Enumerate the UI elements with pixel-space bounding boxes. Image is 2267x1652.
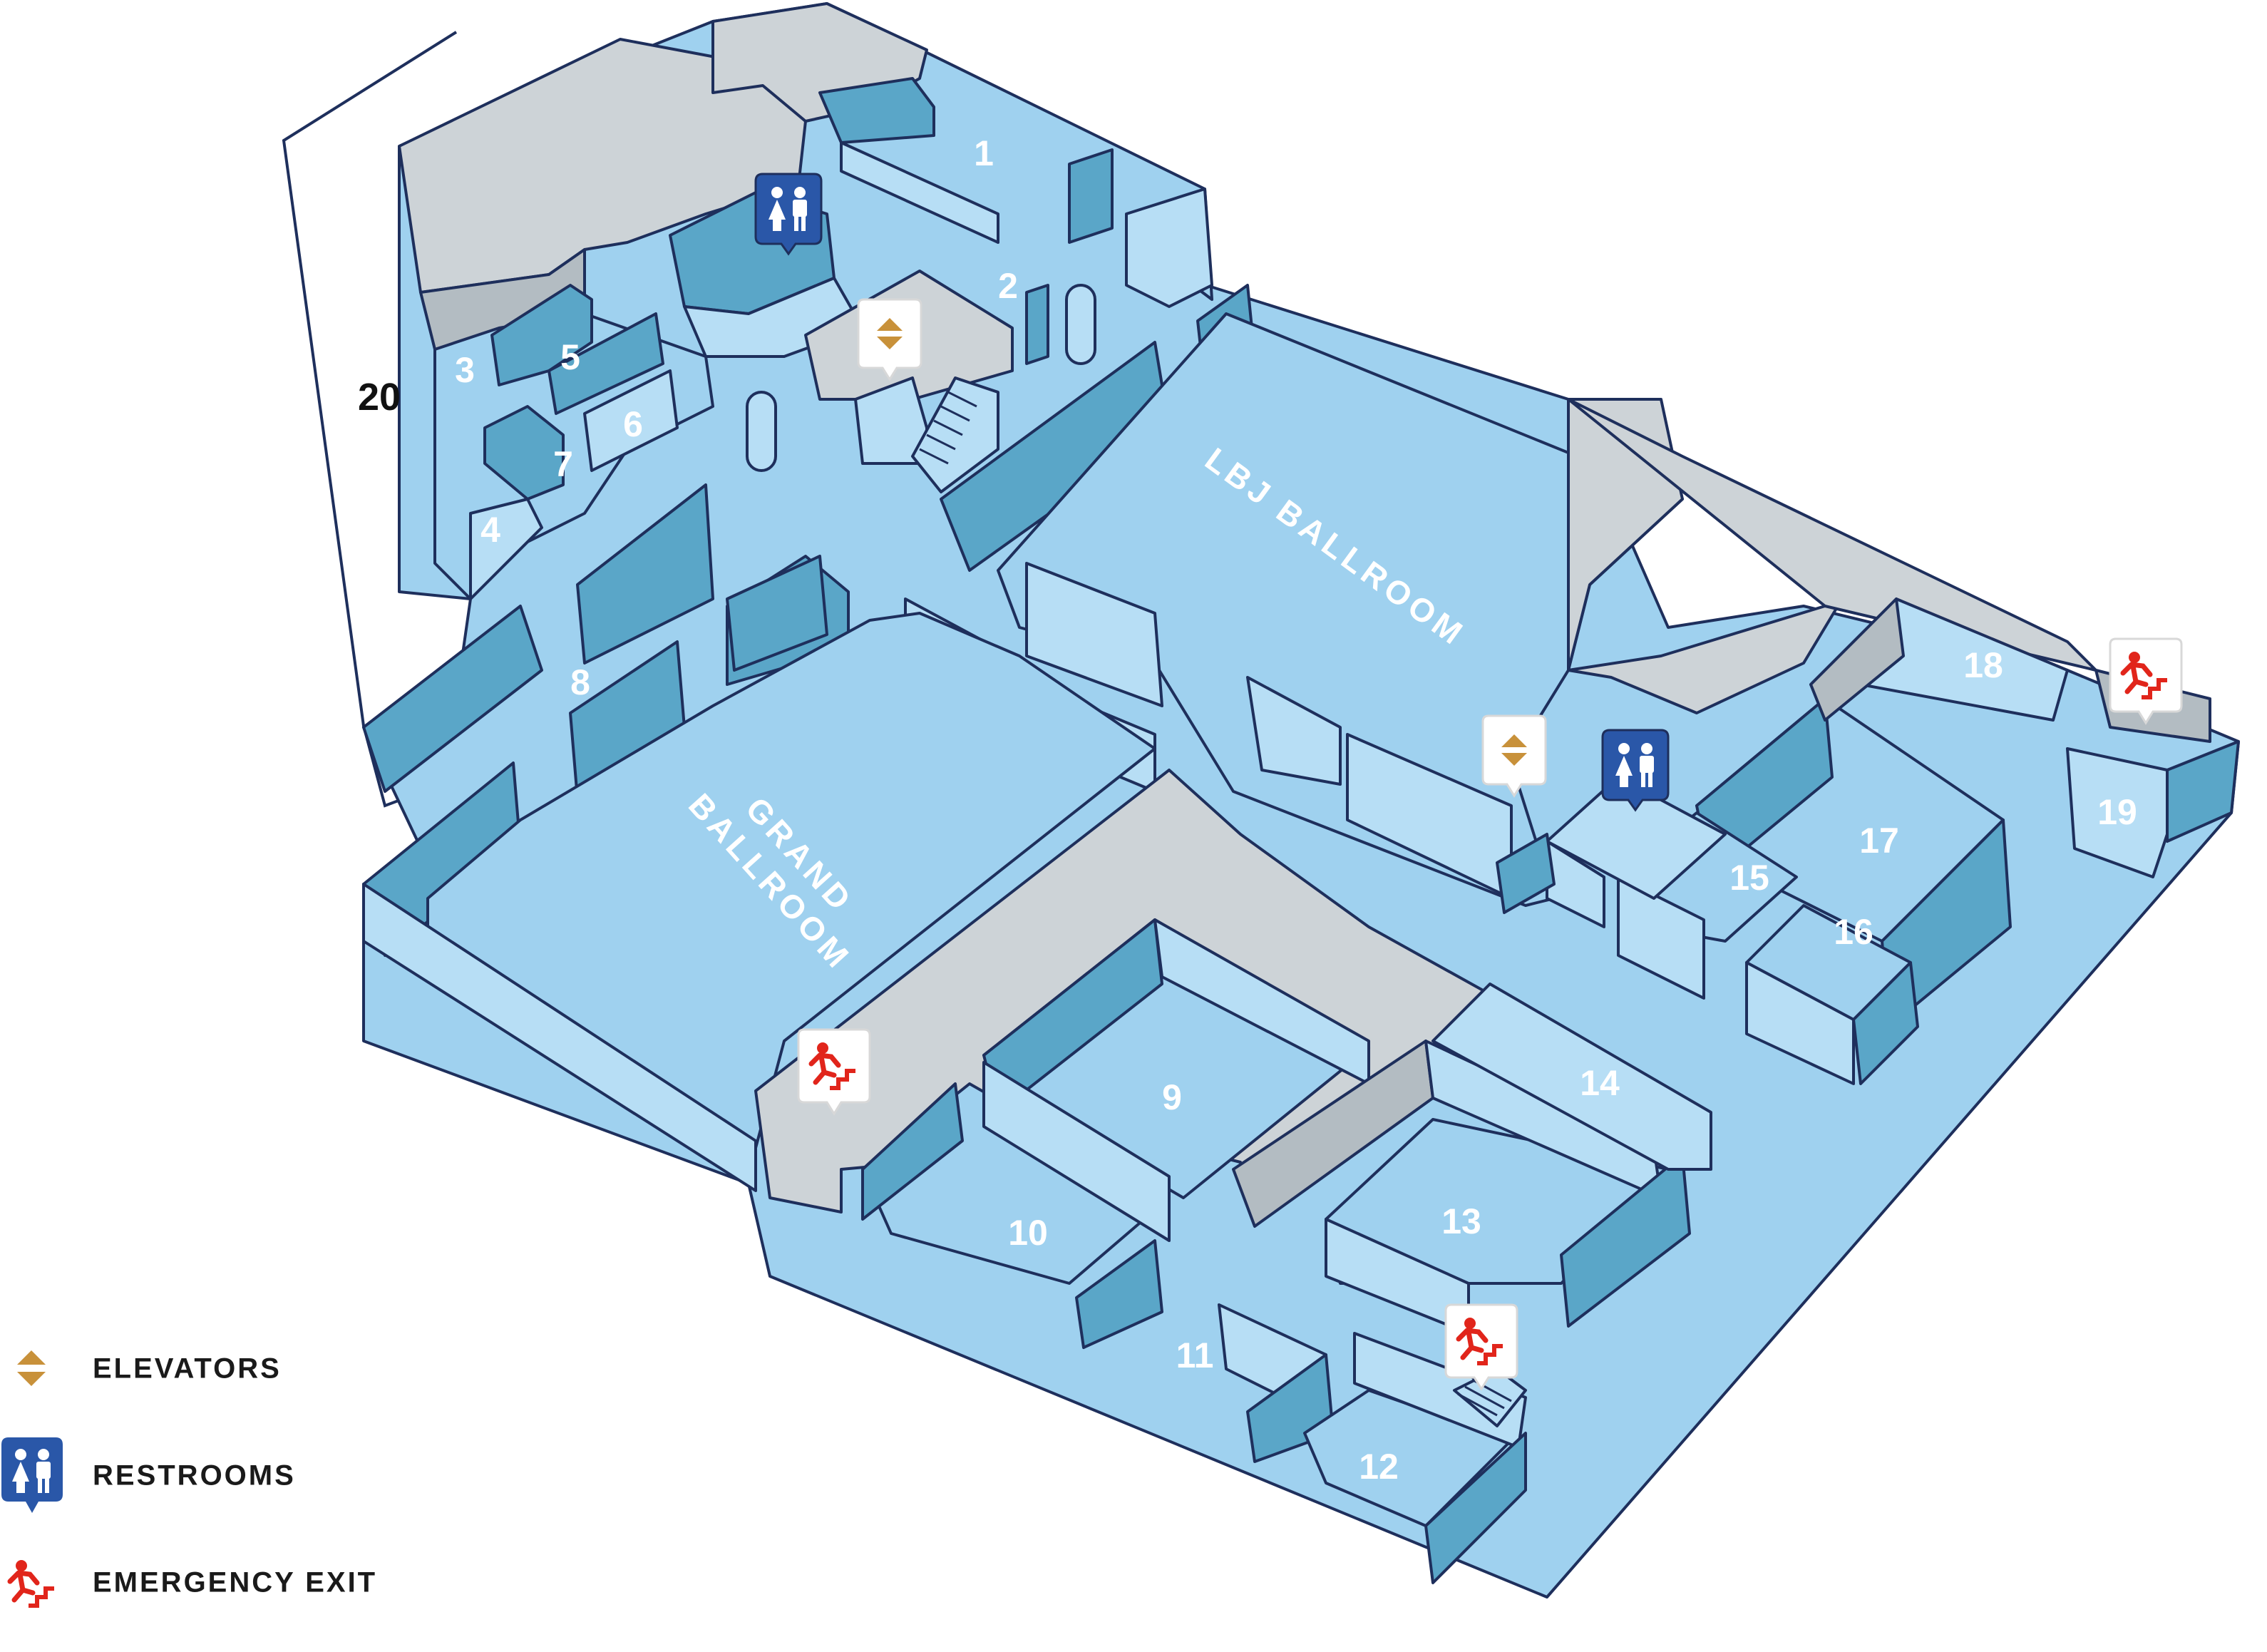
room-label-17: 17 [1859,821,1899,861]
emergency-exit-marker-east[interactable] [2109,637,2183,725]
room-label-19: 19 [2097,792,2137,832]
legend-item-elevators: ELEVATORS [0,1326,499,1412]
room-16-wall [1745,961,1855,1085]
room-label-16: 16 [1834,912,1873,952]
room-label-8: 8 [570,662,590,702]
lbj-ballroom-wall-1 [1025,562,1163,707]
grand-ballroom-wall-a [726,555,828,672]
room-label-7: 7 [553,444,573,484]
restroom-icon [1,1437,63,1513]
restroom-block-east-wall [1496,833,1556,914]
room-19-wall [2166,740,2240,843]
room-label-5: 5 [560,337,580,377]
room-label-6: 6 [623,404,643,444]
service-corridor-east-top [1567,398,2097,672]
room-12-wall-b [1424,1432,1527,1584]
room-label-1: 1 [974,133,994,173]
emergency-exit-icon [7,1560,54,1608]
room-label-10: 10 [1008,1213,1048,1253]
room-label-18: 18 [1963,645,2003,685]
legend-label-elevators: ELEVATORS [93,1353,282,1385]
pillar-1 [746,391,777,472]
room-10-wall [861,1082,964,1221]
lbj-ballroom-curve [1246,676,1342,786]
room-label-9: 9 [1162,1077,1182,1117]
pillar-2 [1065,284,1096,365]
room-6 [583,369,679,472]
room-8-wall-a [576,483,714,665]
room-19 [2066,747,2169,878]
corridor-4 [469,498,543,600]
room-16-wall-b [1852,961,1919,1085]
room-15-wall [1617,876,1705,1000]
legend-label-restrooms: RESTROOMS [93,1459,296,1492]
room-label-3: 3 [455,350,475,390]
room-18-wall [1809,597,1905,722]
legend-label-emergency-exit: EMERGENCY EXIT [93,1566,378,1599]
room-5-wall-2 [548,312,664,415]
room-label-2: 2 [998,266,1018,306]
room-2-wall-b [1025,284,1049,365]
room-label-13: 13 [1441,1201,1481,1241]
emergency-exit-marker-south[interactable] [1444,1303,1518,1391]
room-label-12: 12 [1359,1447,1399,1487]
room-14 [1431,983,1712,1171]
room-label-14: 14 [1580,1063,1620,1103]
legend-item-emergency-exit: EMERGENCY EXIT [0,1540,499,1626]
elevator-marker-north[interactable] [857,298,922,381]
emergency-exit-marker-west[interactable] [797,1028,871,1116]
room-13-wall-b [1560,1154,1691,1328]
room-1-wall-c [1068,148,1114,244]
room-7-wall [483,405,565,501]
room-10-wall-c [1075,1239,1163,1349]
restroom-marker-east[interactable] [1601,729,1670,812]
room-label-4: 4 [480,510,500,550]
stairs-north-steps [919,391,977,465]
elevator-icon [17,1350,46,1386]
restroom-marker-north[interactable] [754,173,823,256]
room-1-wall-b [840,141,999,244]
room-2-wall [1125,188,1213,308]
building-20-label: 20 [358,376,401,419]
legend-item-restrooms: RESTROOMS [0,1433,499,1519]
map-legend: ELEVATORS RESTROOMS EMERGENCY EXIT [0,1326,499,1626]
elevator-marker-east[interactable] [1481,714,1547,798]
restroom-block-east [1546,776,1727,900]
room-label-15: 15 [1729,858,1769,898]
room-label-11: 11 [1176,1335,1214,1375]
grand-ballroom-edge [362,883,757,1192]
room-10-wall-b [982,1061,1171,1242]
room-1-wall-a [818,77,935,144]
room-5-wall [490,284,593,386]
room-8-wall-c [362,605,543,793]
